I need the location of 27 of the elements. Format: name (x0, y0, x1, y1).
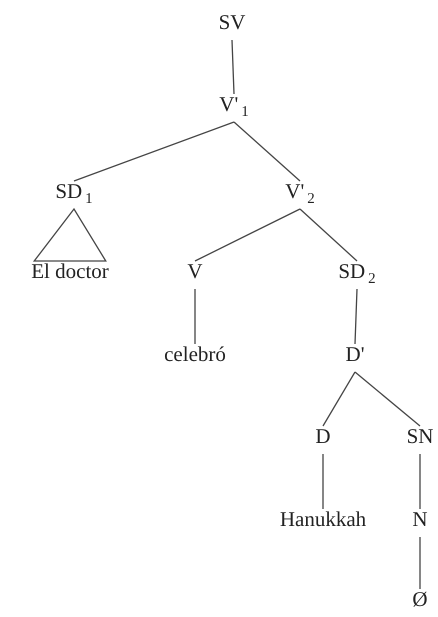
tree-node-label: SD$_{1}$ (54, 177, 94, 205)
tree-node-label: celebró (163, 340, 227, 368)
branch-line (419, 454, 421, 509)
tree-node-label: V'$_{1}$ (218, 90, 250, 118)
branch-line (300, 208, 358, 262)
branch-line (322, 372, 356, 426)
tree-node-label: Hanukkah (278, 505, 368, 533)
tree-node-label: D (314, 422, 332, 450)
branch-line (234, 122, 300, 182)
branch-line (354, 372, 420, 426)
branch-line (322, 454, 324, 509)
tree-node-label: V'$_{2}$ (284, 177, 316, 205)
branch-line (194, 289, 196, 344)
branch-line (354, 288, 358, 344)
tree-node-label: SD$_{2}$ (337, 257, 377, 285)
branch-line (74, 121, 234, 182)
constituent-triangle (32, 208, 107, 262)
tree-node-label: SV (218, 8, 246, 36)
tree-node-label: SN (406, 422, 434, 450)
branch-line (419, 537, 421, 589)
branch-line (194, 208, 300, 262)
tree-node-label: D' (344, 340, 366, 368)
tree-node-label: Ø (411, 585, 429, 613)
tree-node-label: V (186, 257, 204, 285)
tree-node-label: N (411, 505, 429, 533)
tree-node-label: El doctor (30, 257, 110, 285)
branch-line (231, 40, 235, 94)
